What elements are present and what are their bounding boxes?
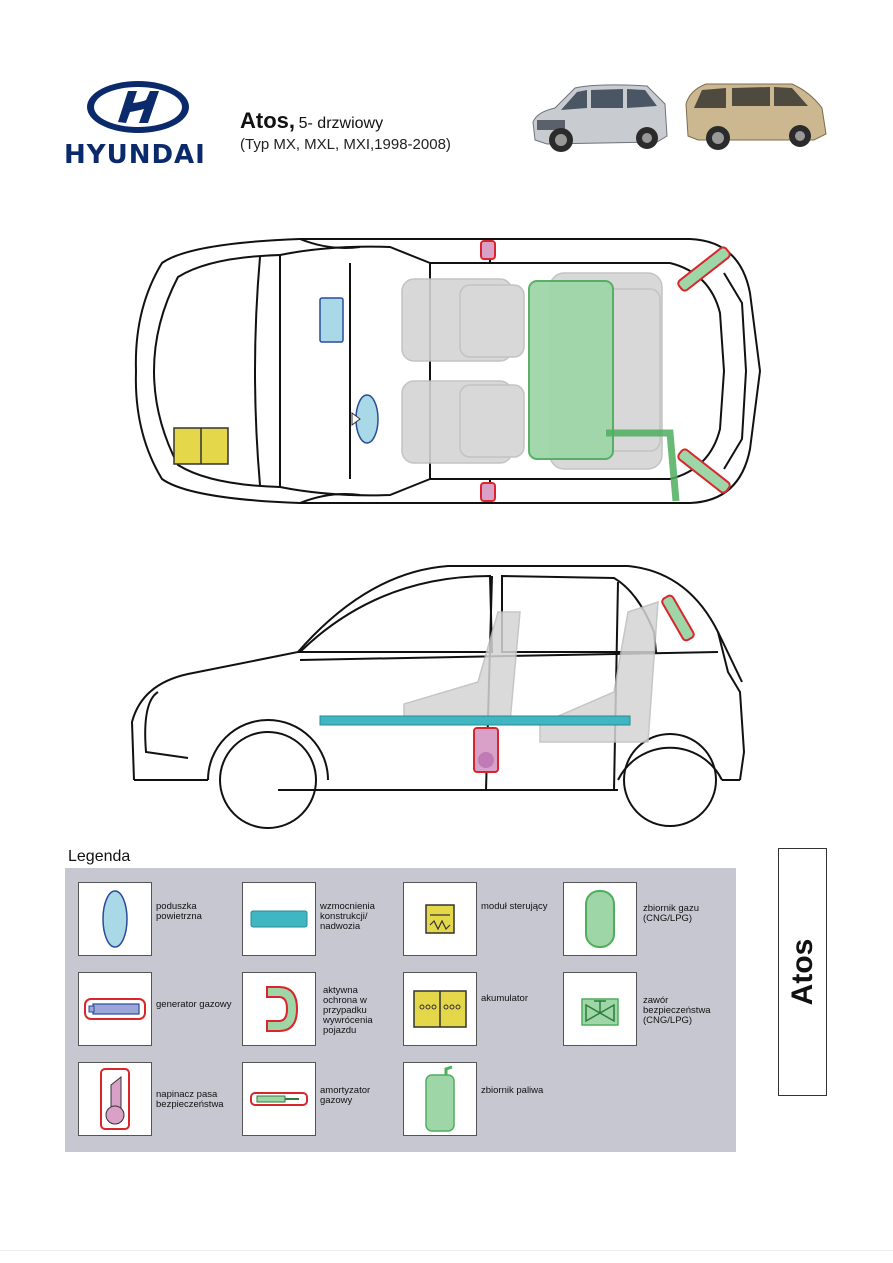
gas-strut-icon: [250, 1092, 308, 1106]
model-name: Atos,: [240, 108, 295, 133]
legend-label-gas-tank: zbiornik gazu (CNG/LPG): [643, 903, 699, 924]
legend-label-gas-generator: generator gazowy: [156, 999, 232, 1010]
brand-wordmark: HYUNDAI: [64, 140, 206, 170]
legend-label-airbag: poduszka powietrzna: [156, 901, 202, 922]
legend-tile-gas-tank: [563, 882, 637, 956]
battery-icon: [413, 990, 467, 1028]
model-title: Atos, 5- drzwiowy: [240, 108, 383, 134]
legend-label-safety-valve: zawór bezpieczeństwa (CNG/LPG): [643, 995, 711, 1026]
legend-tile-reinforcement: [242, 882, 316, 956]
legend-panel: poduszka powietrzna wzmocnienia konstruk…: [65, 868, 736, 1152]
legend-tile-airbag: [78, 882, 152, 956]
model-side-tab-label: Atos: [785, 938, 819, 1006]
footer-divider: [0, 1250, 893, 1251]
car-top-view: [134, 238, 762, 504]
hyundai-logo: [87, 81, 189, 133]
legend-label-fuel-tank: zbiornik paliwa: [481, 1085, 544, 1096]
legend-tile-rollover-protection: [242, 972, 316, 1046]
legend-tile-gas-strut: [242, 1062, 316, 1136]
legend-label-control-module: moduł sterujący: [481, 901, 548, 912]
car-side-view: [130, 565, 746, 829]
car-photo-rear: [685, 83, 827, 150]
airbag-icon: [102, 890, 128, 948]
belt-tensioner-icon: [100, 1068, 130, 1130]
legend-tile-gas-generator: [78, 972, 152, 1046]
reinforcement-icon: [250, 910, 308, 928]
safety-valve-icon: [581, 998, 619, 1026]
legend-title: Legenda: [68, 848, 131, 865]
legend-tile-safety-valve: [563, 972, 637, 1046]
legend-tile-belt-tensioner: [78, 1062, 152, 1136]
model-subtitle: (Typ MX, MXL, MXI,1998-2008): [240, 136, 451, 153]
legend-tile-fuel-tank: [403, 1062, 477, 1136]
control-module-icon: [425, 904, 455, 934]
legend-label-reinforcement: wzmocnienia konstrukcji/ nadwozia: [320, 901, 375, 932]
legend-label-belt-tensioner: napinacz pasa bezpieczeństwa: [156, 1089, 224, 1110]
legend-label-rollover-protection: aktywna ochrona w przypadku wywrócenia p…: [323, 985, 373, 1036]
gas-generator-icon: [84, 998, 146, 1020]
legend-label-gas-strut: amortyzator gazowy: [320, 1085, 371, 1106]
gas-tank-icon: [585, 890, 615, 948]
model-doors: 5- drzwiowy: [298, 115, 384, 132]
car-photo-front: [532, 84, 668, 152]
rollover-protection-icon: [266, 986, 299, 1032]
legend-label-battery: akumulator: [481, 993, 528, 1004]
model-side-tab: Atos: [778, 848, 827, 1096]
fuel-tank-icon: [425, 1065, 455, 1132]
legend-tile-control-module: [403, 882, 477, 956]
legend-tile-battery: [403, 972, 477, 1046]
